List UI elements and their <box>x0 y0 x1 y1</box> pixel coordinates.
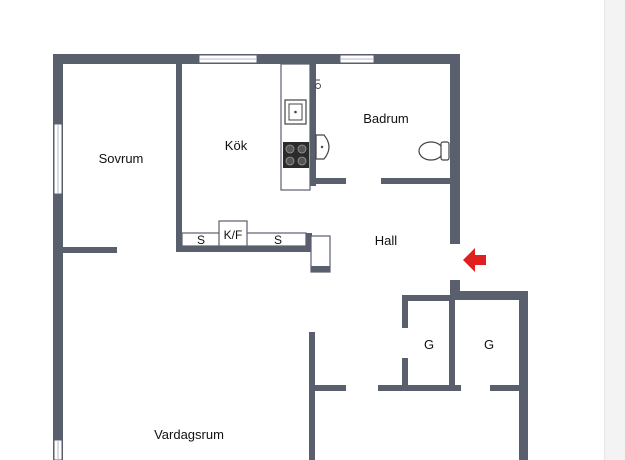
washbasin-icon <box>315 134 330 160</box>
floor-plan: Sovrum Kök Badrum Hall Vardagsrum G G S … <box>53 54 528 460</box>
windows <box>53 54 375 460</box>
right-margin-strip <box>604 0 625 460</box>
appliance-label-s2: S <box>274 233 282 247</box>
room-label-hall: Hall <box>375 233 398 248</box>
wall-g-bottom <box>378 385 461 391</box>
appliance-labels: S K/F S <box>197 228 282 247</box>
toilet-icon <box>418 141 450 161</box>
room-label-badrum: Badrum <box>363 111 409 126</box>
sink-icon <box>284 99 307 125</box>
wall-left <box>53 54 63 460</box>
wall-stub-1 <box>309 385 346 391</box>
wall-kok-post <box>306 233 312 252</box>
fridge-box <box>218 220 248 247</box>
wall-badrum-bottom-right <box>381 178 450 184</box>
room-label-g2: G <box>484 337 494 352</box>
room-label-kok: Kök <box>225 138 248 153</box>
wall-g2-bottom <box>490 385 525 391</box>
room-label-sovrum: Sovrum <box>99 151 144 166</box>
appliance-label-s1: S <box>197 233 205 247</box>
wall-g1-left <box>402 295 408 328</box>
wall-g1-top <box>402 295 450 301</box>
wall-right-lower <box>450 280 460 300</box>
wall-sovrum-bottom <box>63 247 117 253</box>
room-labels: Sovrum Kök Badrum Hall Vardagsrum G G <box>99 111 494 442</box>
wall-g-divider <box>449 295 455 391</box>
wall-right-upper <box>450 54 460 244</box>
entrance-arrow-icon <box>463 248 486 272</box>
kitchen-counter <box>181 63 331 273</box>
shower-tap-icon <box>315 79 321 89</box>
wall-kok-bottom <box>176 246 311 252</box>
bathroom-fixtures <box>315 79 450 161</box>
room-label-vardagsrum: Vardagsrum <box>154 427 224 442</box>
wall-g1-left-lower <box>402 358 408 390</box>
wall-badrum-bottom-left <box>310 178 346 184</box>
wall-extension-top <box>450 291 528 300</box>
stove-icon <box>283 142 309 168</box>
appliance-label-kf: K/F <box>224 228 243 242</box>
wall-extension-right <box>519 291 528 460</box>
counter-vertical <box>280 63 311 191</box>
wall-vardagsrum-right <box>309 332 315 460</box>
room-label-g1: G <box>424 337 434 352</box>
wall-sovrum-kok <box>176 64 182 252</box>
wall-badrum-left <box>310 64 316 186</box>
